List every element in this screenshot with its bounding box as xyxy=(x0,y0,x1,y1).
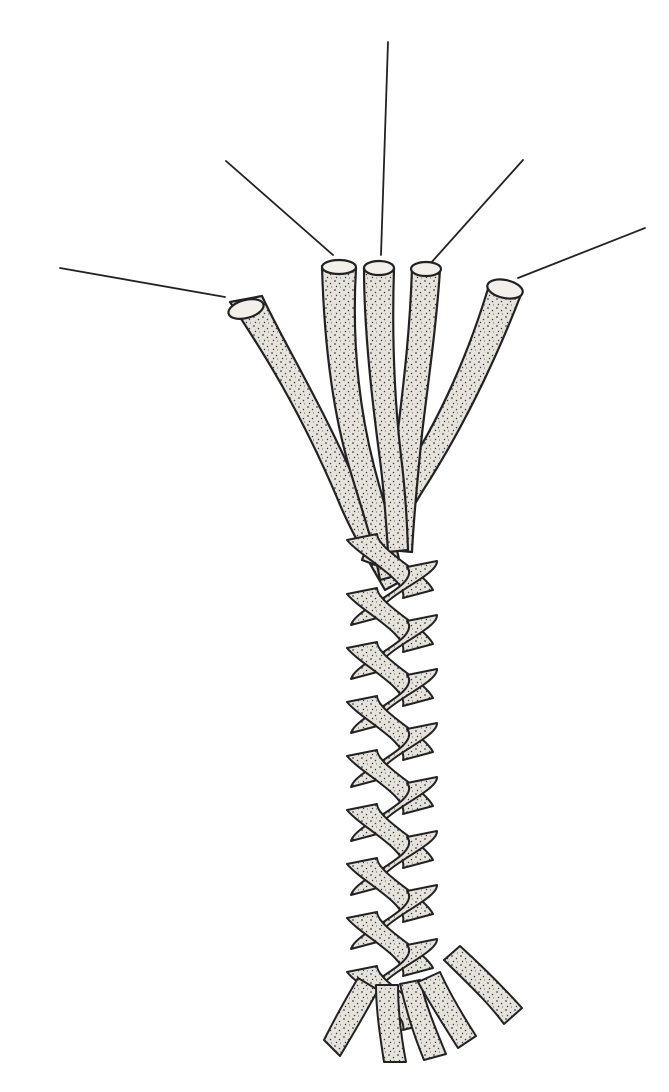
frayed-end-left xyxy=(324,978,378,1056)
leader-line-1 xyxy=(60,268,225,297)
plait xyxy=(347,534,437,1030)
strand-2-end xyxy=(322,260,356,274)
leader-lines xyxy=(60,42,645,297)
strand-4-end xyxy=(411,262,441,276)
leader-line-5 xyxy=(518,228,645,278)
leader-line-3 xyxy=(381,42,388,255)
leader-line-4 xyxy=(430,160,523,264)
leader-line-2 xyxy=(226,161,333,255)
strand-3-end xyxy=(364,261,394,275)
